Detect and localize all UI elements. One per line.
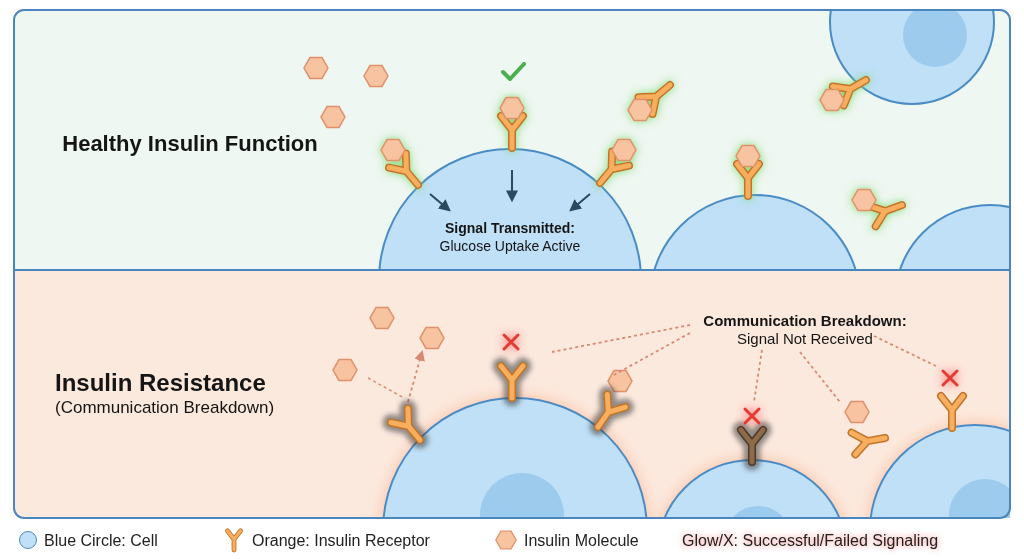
legend-text: Blue Circle: Cell — [44, 531, 224, 550]
callout-body: Signal Not Received — [690, 330, 920, 348]
legend-insulin-sample — [496, 531, 516, 549]
legend-text: Orange: Insulin Receptor — [252, 531, 482, 550]
resistance-panel: Insulin Resistance(Communication Breakdo… — [14, 270, 1010, 518]
panel-heading: Insulin Resistance — [55, 369, 375, 398]
panel-subheading: (Communication Breakdown) — [55, 398, 375, 418]
legend-text: Glow/X: Successful/Failed Signaling — [682, 531, 1012, 550]
cell-circle: Signal Transmitted:Glucose Uptake Active — [378, 148, 642, 270]
legend-swatch — [19, 531, 37, 549]
panel-heading: Healthy Insulin Function — [40, 131, 340, 157]
callout-heading: Communication Breakdown: — [690, 312, 920, 330]
legend-text: Insulin Molecule — [524, 531, 684, 550]
healthy-panel: Healthy Insulin FunctionSignal Transmitt… — [14, 10, 1010, 270]
frame — [14, 10, 1010, 518]
legend-receptor-sample — [227, 531, 240, 550]
signal-heading: Signal Transmitted: — [402, 220, 618, 237]
signal-body: Glucose Uptake Active — [402, 238, 618, 255]
